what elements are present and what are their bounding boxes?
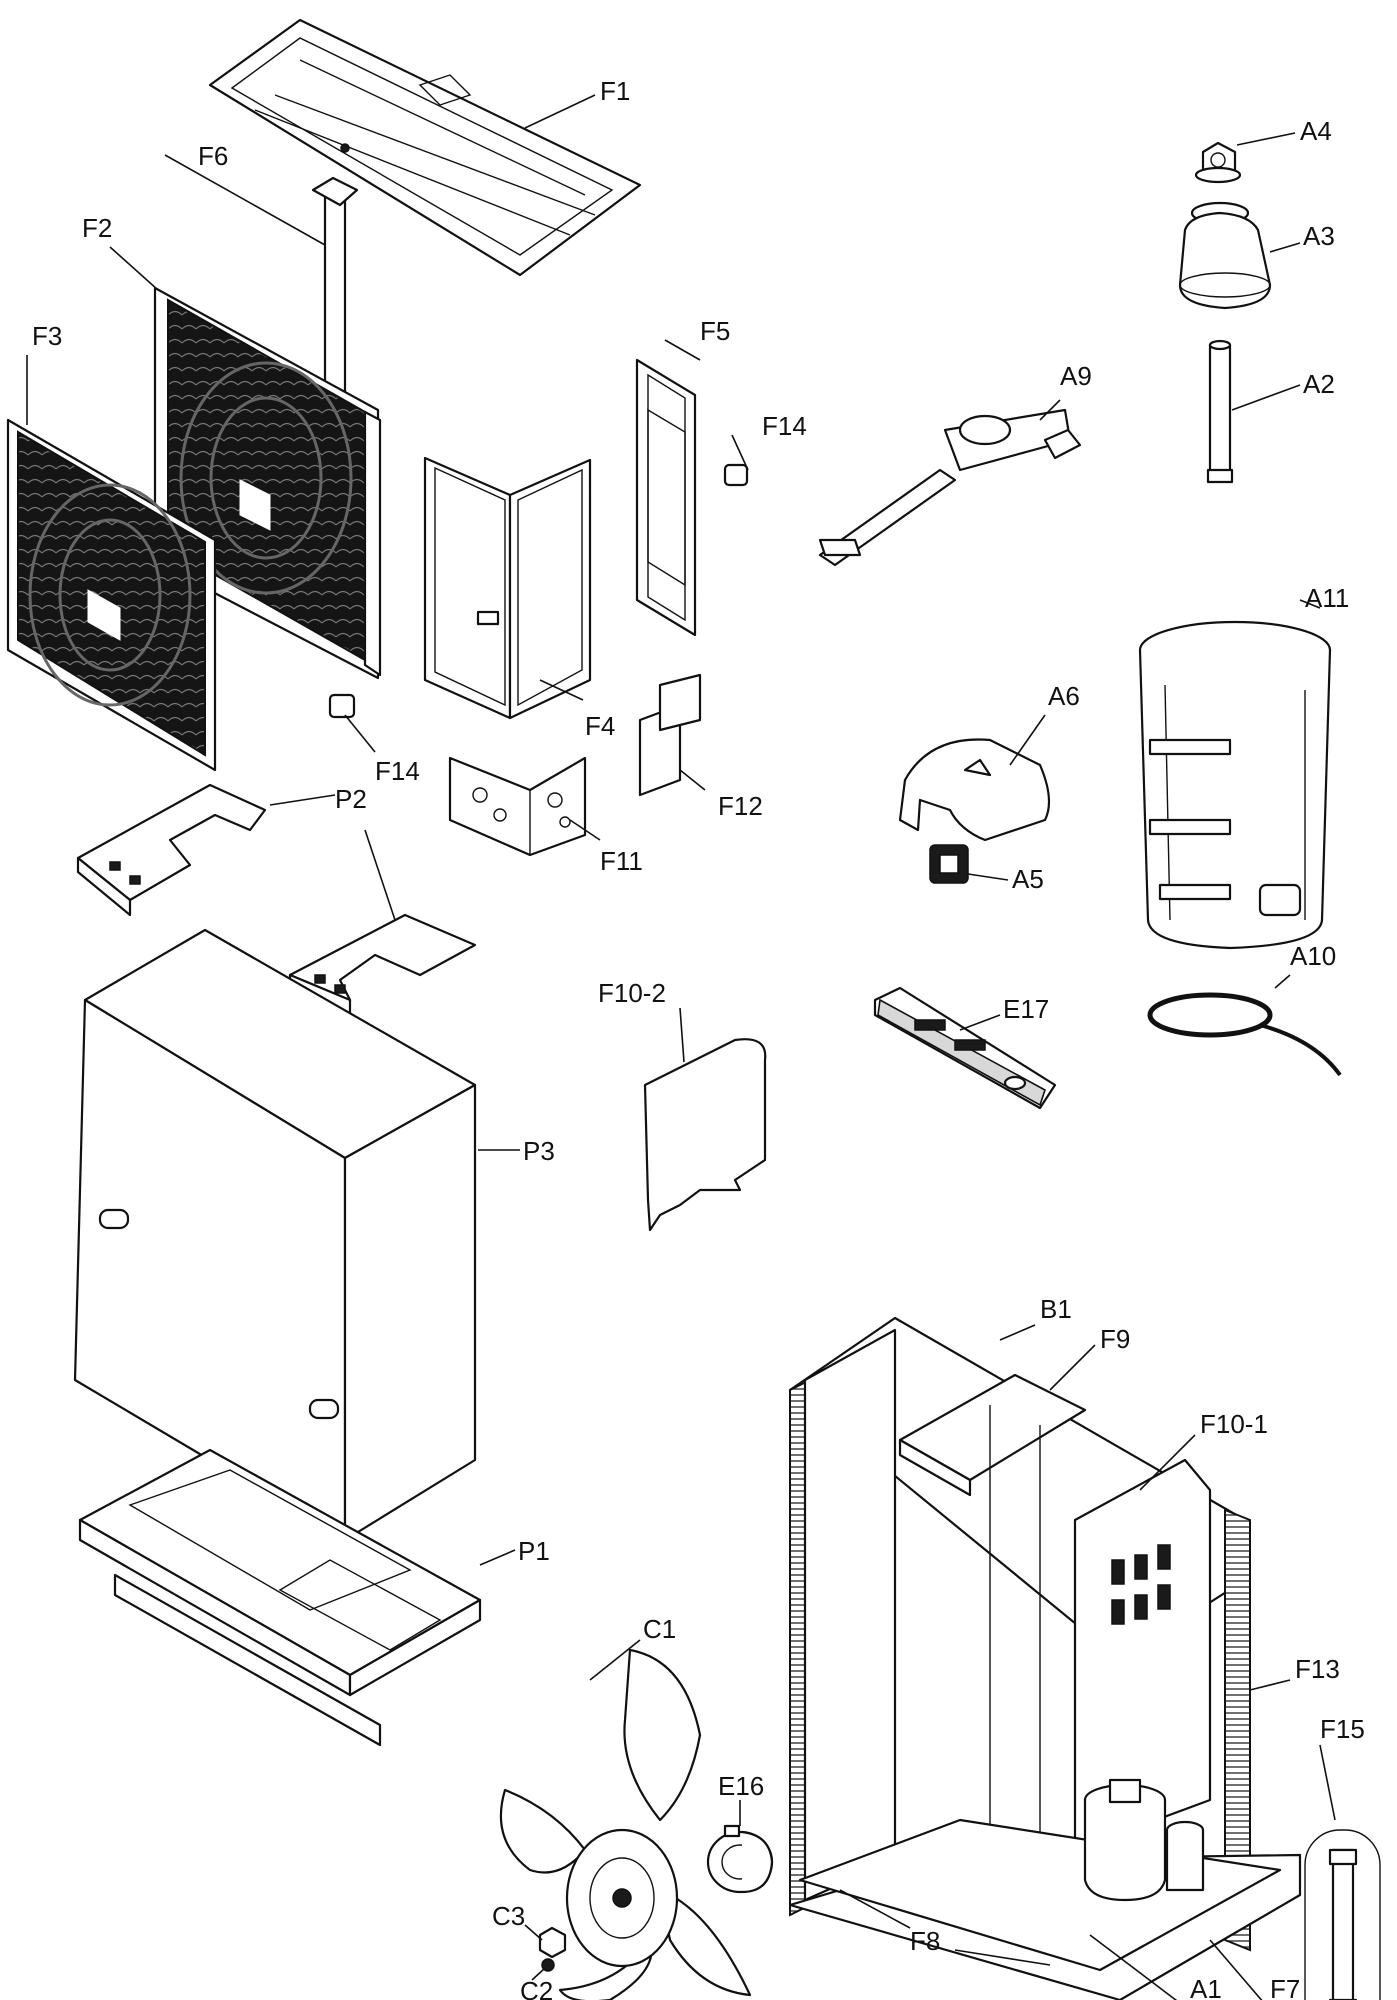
fan-motor-part bbox=[706, 1824, 774, 1894]
label-P3: P3 bbox=[523, 1136, 555, 1166]
valve-bracket-part bbox=[818, 408, 1082, 567]
label-E17: E17 bbox=[1003, 994, 1049, 1024]
label-F14-top: F14 bbox=[762, 411, 807, 441]
label-F8: F8 bbox=[910, 1926, 940, 1956]
label-C1: C1 bbox=[643, 1614, 676, 1644]
terminal-board-part bbox=[873, 986, 1057, 1110]
label-A9: A9 bbox=[1060, 361, 1092, 391]
label-A6: A6 bbox=[1048, 681, 1080, 711]
carton-part bbox=[73, 928, 477, 1542]
label-F9: F9 bbox=[1100, 1324, 1130, 1354]
label-A4: A4 bbox=[1300, 116, 1332, 146]
label-A2: A2 bbox=[1303, 369, 1335, 399]
label-P1: P1 bbox=[518, 1536, 550, 1566]
clip-part-right bbox=[723, 463, 749, 487]
valve-nut-part bbox=[1194, 141, 1242, 184]
label-F12: F12 bbox=[718, 791, 763, 821]
bracket-part bbox=[448, 756, 587, 857]
label-F2: F2 bbox=[82, 213, 112, 243]
leader-lines bbox=[26, 94, 1336, 2000]
label-F11: F11 bbox=[600, 846, 643, 876]
label-C3: C3 bbox=[492, 1901, 525, 1931]
label-A10: A10 bbox=[1290, 941, 1336, 971]
label-F10-1: F10-1 bbox=[1200, 1409, 1268, 1439]
plate-part bbox=[638, 673, 702, 797]
label-F1: F1 bbox=[600, 76, 630, 106]
accumulator-cap-part bbox=[1178, 201, 1272, 310]
compressor-jacket-part bbox=[1138, 620, 1332, 950]
label-C2: C2 bbox=[520, 1976, 553, 2000]
part-labels: F1 F6 F2 F3 F5 F14 F4 F14 F12 F11 P2 P3 … bbox=[32, 76, 1365, 2000]
narrow-frame-part bbox=[635, 358, 697, 637]
clip-part-left bbox=[328, 693, 356, 719]
terminal-gasket-part bbox=[929, 844, 969, 884]
terminal-cover-part bbox=[898, 738, 1051, 842]
label-F10-2: F10-2 bbox=[598, 978, 666, 1008]
label-P2: P2 bbox=[335, 784, 367, 814]
heater-ring-part bbox=[1147, 992, 1342, 1077]
label-F4: F4 bbox=[585, 711, 615, 741]
label-F14-bottom: F14 bbox=[375, 756, 420, 786]
label-F5: F5 bbox=[700, 316, 730, 346]
label-A1: A1 bbox=[1190, 1974, 1222, 2000]
label-E16: E16 bbox=[718, 1771, 764, 1801]
chassis-assembly-part bbox=[788, 1316, 1302, 2000]
service-pipe-part bbox=[1304, 1829, 1381, 2000]
label-F13: F13 bbox=[1295, 1654, 1340, 1684]
side-panel-part bbox=[423, 456, 592, 720]
label-A11: A11 bbox=[1305, 583, 1349, 613]
label-A5: A5 bbox=[1012, 864, 1044, 894]
label-B1: B1 bbox=[1040, 1294, 1072, 1324]
top-panel-part bbox=[208, 18, 642, 277]
rear-post-part bbox=[311, 176, 359, 397]
connecting-pipe-part bbox=[1206, 339, 1234, 484]
pallet-part bbox=[78, 1448, 482, 1747]
label-A3: A3 bbox=[1303, 221, 1335, 251]
fan-nut-part bbox=[538, 1926, 567, 1959]
fan-propeller-part bbox=[499, 1648, 752, 2000]
label-F3: F3 bbox=[32, 321, 62, 351]
label-F15: F15 bbox=[1320, 1714, 1365, 1744]
label-F6: F6 bbox=[198, 141, 228, 171]
partition-panel-part bbox=[643, 1038, 767, 1232]
fan-grille-front-part bbox=[6, 418, 217, 772]
label-F7: F7 bbox=[1270, 1974, 1300, 2000]
